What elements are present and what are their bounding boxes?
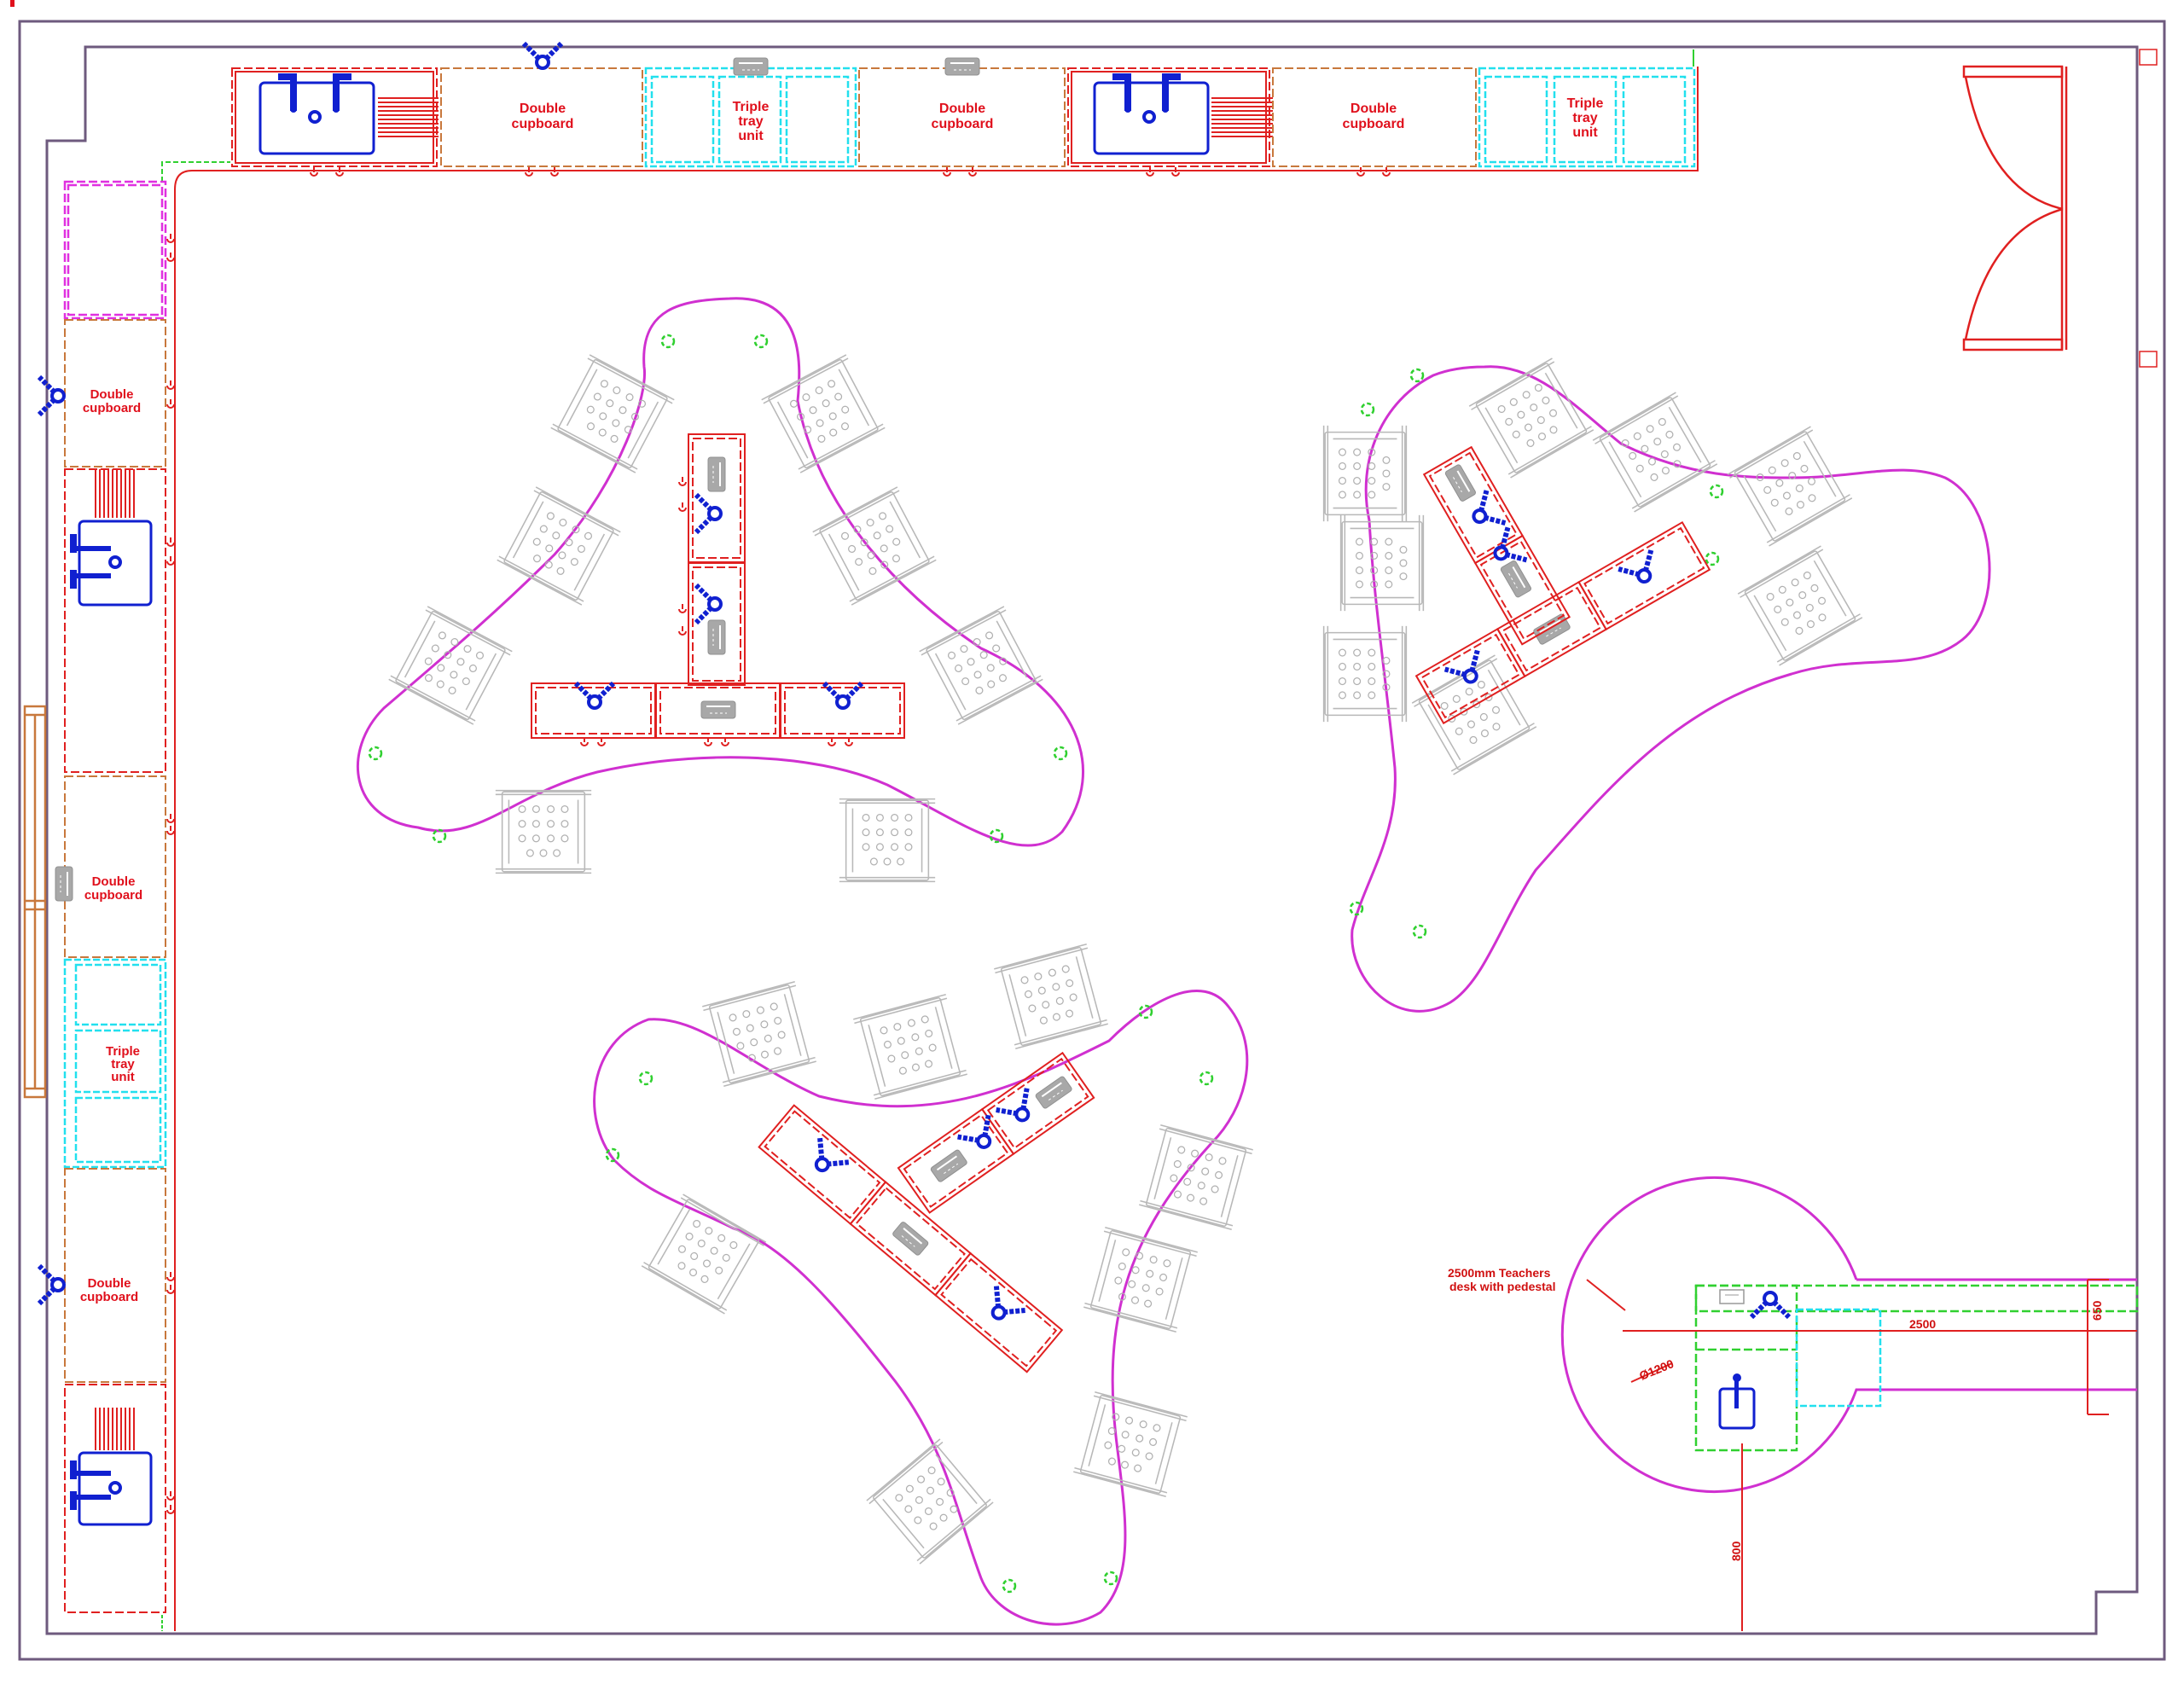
left-triple-tray[interactable]: Triple tray unit [63,958,167,1169]
gas-tap-icon [1618,550,1664,590]
socket-icon [1034,1074,1074,1111]
gas-tap-icon [696,495,721,532]
gas-tap-icon [824,683,862,708]
gas-tap-icon [1465,491,1505,536]
drainer [95,469,135,518]
top-double-cupboard-2[interactable]: Double cupboard [858,57,1066,177]
left-sink-unit-2[interactable] [64,1384,175,1613]
top-sink-unit-2[interactable] [1067,67,1273,177]
left-tall-unit[interactable] [63,180,175,320]
unit-label: Double [92,874,136,889]
unit-label: unit [738,129,764,143]
service-pillars [605,1004,1214,1594]
socket-icon [891,1220,930,1257]
dim-diameter-label: Ø1200 [1637,1356,1676,1383]
island-1[interactable] [357,297,1084,883]
unit-label: Triple [106,1044,140,1059]
socket-icon [700,700,736,719]
unit-label: Double [520,102,566,116]
unit-label: Double [90,387,134,402]
left-double-cupboard-3[interactable]: Double cupboard [39,1168,175,1383]
unit-label: cupboard [83,401,141,415]
drainer [1211,97,1273,137]
socket-icon [707,456,726,492]
benches [1414,445,1711,725]
unit-label: tray [738,114,763,129]
unit-label: unit [111,1070,135,1084]
socket-icon [929,1147,969,1184]
teacher-desk-annotation: 2500mm Teachers [1448,1266,1551,1280]
gas-tap-icon [696,585,721,623]
unit-label: cupboard [512,117,574,131]
stools [641,943,1254,1565]
socket-icon [1719,1289,1745,1304]
drainer [378,97,439,137]
left-wall-units: Double cupboard Double cu [39,180,175,1613]
unit-label: cupboard [80,1290,138,1304]
island-2[interactable] [1322,357,1991,1013]
dim-clearance-label: 800 [1729,1541,1743,1561]
window [23,705,47,1099]
unit-label: Double [939,102,985,116]
socket-icon [1443,462,1478,503]
left-double-cupboard-1[interactable]: Double cupboard [39,319,175,467]
unit-label: Double [1350,102,1397,116]
drainer [95,1408,135,1450]
top-double-cupboard-1[interactable]: Double cupboard [440,44,643,177]
teacher-desk-annotation: desk with pedestal [1449,1280,1555,1293]
dim-depth-label: 650 [2090,1300,2104,1321]
gas-tap-icon [1751,1292,1789,1317]
unit-label: cupboard [84,888,142,903]
unit-label: cupboard [932,117,994,131]
unit-label: Triple [733,100,770,114]
benches [758,1051,1095,1373]
socket-icon [733,57,769,76]
socket-icon [1499,559,1533,599]
left-sink-unit-1[interactable] [64,468,175,773]
gas-tap-icon [39,1266,64,1304]
unit-label: Double [88,1276,131,1291]
dim-width-label: 2500 [1909,1317,1936,1331]
socket-icon [944,57,980,76]
double-door [1962,49,2158,368]
unit-label: unit [1572,125,1598,140]
teacher-desk-clearance [1560,1176,2137,1493]
gas-tap-icon [39,377,64,415]
service-pillars [368,334,1068,844]
unit-label: Triple [1567,96,1604,111]
unit-label: tray [111,1057,135,1071]
service-pillars [1349,368,1724,939]
top-double-cupboard-3[interactable]: Double cupboard [1272,67,1477,177]
top-triple-tray-2[interactable]: Triple tray unit [1478,67,1696,168]
gas-tap-icon [576,683,613,708]
corner-mark [10,0,15,7]
top-triple-tray-1[interactable]: Triple tray unit [644,57,857,168]
socket-icon [707,619,726,655]
unit-label: cupboard [1343,117,1405,131]
teacher-desk[interactable]: 2500 650 Ø1200 800 2500mm Teachers desk … [1448,1176,2139,1631]
island-2-perimeter [1350,365,1991,1013]
top-sink-unit-1[interactable] [231,67,439,177]
walls [18,20,2166,1661]
island-3[interactable] [593,943,1254,1626]
island-1-perimeter [357,297,1084,847]
benches [531,433,905,746]
left-double-cupboard-2[interactable]: Double cupboard [55,775,175,958]
dimensions: 2500 650 Ø1200 800 2500mm Teachers desk … [1448,1266,2137,1631]
unit-label: tray [1572,111,1597,125]
socket-icon [55,866,73,902]
top-wall-units: Double cupboard Triple tray unit Double … [231,44,1696,177]
